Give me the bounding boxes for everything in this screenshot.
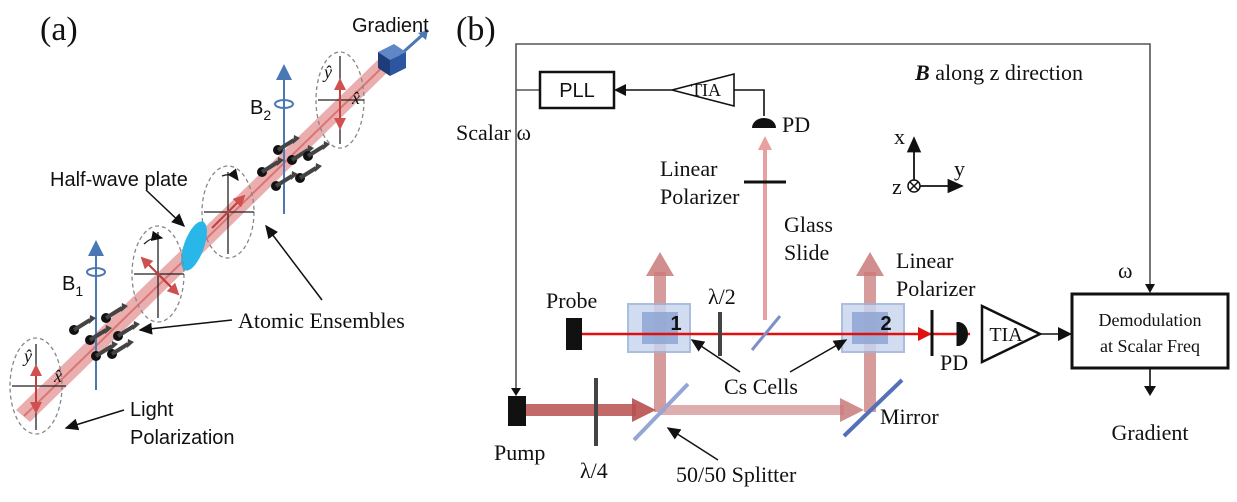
linear-polarizer-top-2: Polarizer: [660, 184, 740, 209]
pump-to-mirror-head: [840, 398, 864, 422]
polarization-ellipse-bottom: ŷ x̂: [9, 337, 66, 435]
probe-beam-mid-head: [918, 327, 932, 341]
b-field-direction: B along z direction: [914, 60, 1083, 85]
mirror-label: Mirror: [880, 404, 939, 429]
demodulation-box: [1070, 292, 1230, 370]
feedback-arrow-pump: [511, 388, 521, 396]
feedback-arrow-demod: [1145, 284, 1155, 293]
cs-cells-pointer-left: [690, 339, 741, 373]
gradient-label-a: Gradient: [352, 15, 429, 37]
cell-2-label: 2: [880, 313, 891, 335]
b2-field: B2: [250, 64, 294, 214]
pump-beam-up-2-head: [856, 252, 884, 276]
gradient-arrow-head: [418, 30, 428, 40]
cs-cells-label: Cs Cells: [724, 374, 798, 399]
atomic-pointer-lower: [138, 319, 233, 335]
mirror: [842, 378, 904, 438]
axis-y-hat-top: ŷ: [322, 62, 332, 82]
axis-z-label: z: [892, 174, 902, 199]
pump-source: [508, 396, 526, 426]
pump-label: Pump: [494, 440, 545, 465]
polarization-label: Polarization: [130, 427, 235, 449]
tia-top-label: TIA: [691, 80, 721, 100]
splitter-pointer: [666, 427, 719, 461]
tia-right-label: TIA: [989, 324, 1023, 346]
polarization-ellipse-top: ŷ x̂: [315, 51, 365, 149]
pd-top-label: PD: [782, 112, 810, 137]
pd-right-detector: [958, 322, 968, 346]
gradient-cube: [378, 44, 406, 76]
panel-b: (b) B along z direction PLL TIA PD Scala…: [456, 11, 1230, 487]
lambda-quarter-label: λ/4: [580, 458, 608, 483]
tia-to-pll-arrow: [614, 84, 626, 96]
pd-right-label: PD: [940, 350, 968, 375]
half-wave-pointer: [145, 189, 186, 228]
lambda-half-label: λ/2: [708, 284, 736, 309]
atomic-pointer-upper: [265, 224, 323, 301]
atomic-ensembles-label: Atomic Ensembles: [238, 308, 405, 333]
light-pointer: [64, 409, 125, 431]
pump-beam-head: [632, 398, 656, 422]
half-wave-label: Half-wave plate: [50, 169, 188, 191]
coordinate-axes: x y z: [892, 124, 965, 199]
axis-y-label: y: [954, 156, 965, 181]
glass-slide-2: Slide: [784, 240, 829, 265]
pd-to-tia-wire: [734, 89, 765, 116]
atomic-ensemble-1: [69, 303, 140, 361]
gradient-output-label: Gradient: [1112, 420, 1189, 445]
glass-slide-1: Glass: [784, 212, 833, 237]
feedback-wire: [515, 43, 1151, 388]
probe-source: [566, 318, 582, 350]
panel-a: (a) Gradient ŷ x̂ B2: [9, 11, 429, 449]
atomic-ensemble-2: [257, 135, 330, 191]
pd-top-detector: [752, 118, 776, 128]
b2-label: B2: [250, 97, 271, 123]
light-beam-core: [23, 54, 396, 417]
glass-slide: [750, 315, 782, 351]
axis-x-hat-top: x̂: [351, 88, 360, 108]
splitter-label: 50/50 Splitter: [676, 462, 797, 487]
probe-beam-up-head: [758, 136, 772, 150]
axis-x-hat-bottom: x̂: [53, 366, 62, 386]
linear-polarizer-right-1: Linear: [896, 248, 954, 273]
b1-field: B1: [62, 240, 106, 390]
splitter: [632, 382, 690, 442]
pump-beam-up-1-head: [646, 252, 674, 276]
omega-label: ω: [1118, 258, 1132, 283]
panel-a-label: (a): [40, 11, 78, 48]
axis-x-label: x: [894, 124, 905, 149]
scalar-omega-label: Scalar ω: [456, 120, 531, 145]
linear-polarizer-top-1: Linear: [660, 156, 718, 181]
light-label: Light: [130, 399, 174, 421]
cs-cell-1: 1: [627, 303, 691, 353]
demodulation-label-1: Demodulation: [1099, 310, 1202, 330]
half-wave-plate: [181, 221, 207, 271]
pll-label: PLL: [559, 80, 595, 102]
tia-right-triangle: [980, 304, 1043, 364]
cs-cells-pointer-right: [789, 339, 848, 373]
linear-polarizer-right-2: Polarizer: [896, 276, 976, 301]
panel-b-label: (b): [456, 11, 496, 48]
cs-cell-2: 2: [841, 303, 905, 353]
axis-y-hat-bottom: ŷ: [22, 346, 32, 366]
tia-to-demod-arrow: [1058, 327, 1072, 341]
cell-1-label: 1: [670, 313, 681, 335]
demodulation-label-2: at Scalar Freq: [1100, 336, 1200, 356]
probe-label: Probe: [546, 288, 597, 313]
polarization-ellipse-mid: [201, 165, 255, 259]
demod-output-arrow: [1144, 386, 1156, 396]
polarization-ellipse-lower: [131, 225, 185, 323]
b1-label: B1: [62, 273, 83, 299]
